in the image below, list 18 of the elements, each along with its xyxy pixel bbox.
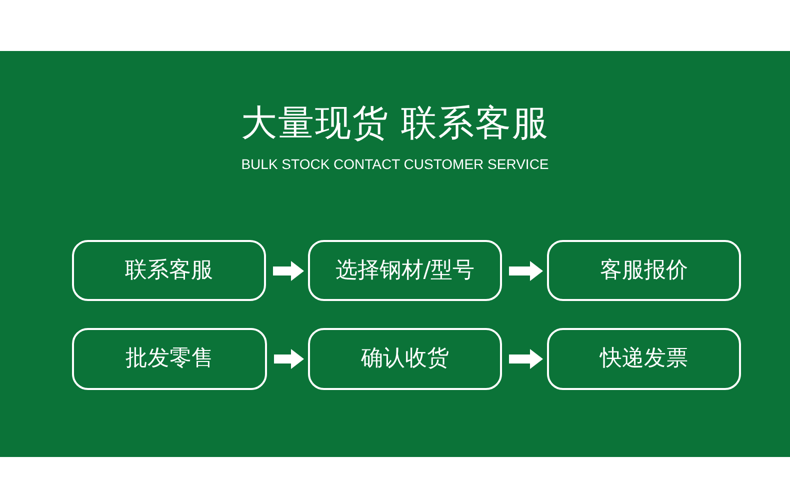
step-label: 选择钢材/型号: [335, 256, 475, 284]
title: 大量现货 联系客服: [240, 102, 550, 146]
arrow: [509, 349, 543, 369]
arrow: [274, 349, 304, 369]
step-label: 客服报价: [600, 256, 688, 284]
process-box: [547, 240, 741, 301]
process-box: [72, 240, 266, 301]
step-label: 确认收货: [361, 345, 449, 373]
arrow: [273, 261, 304, 281]
process-box: [308, 240, 502, 301]
process-box: [308, 328, 502, 390]
process-box: [547, 328, 741, 390]
step-label: 联系客服: [125, 256, 213, 284]
step-label: 快递发票: [600, 345, 688, 373]
process-box: [72, 328, 267, 390]
arrow: [509, 261, 543, 281]
subtitle: BULK STOCK CONTACT CUSTOMER SERVICE: [241, 155, 549, 173]
step-label: 批发零售: [126, 345, 214, 373]
